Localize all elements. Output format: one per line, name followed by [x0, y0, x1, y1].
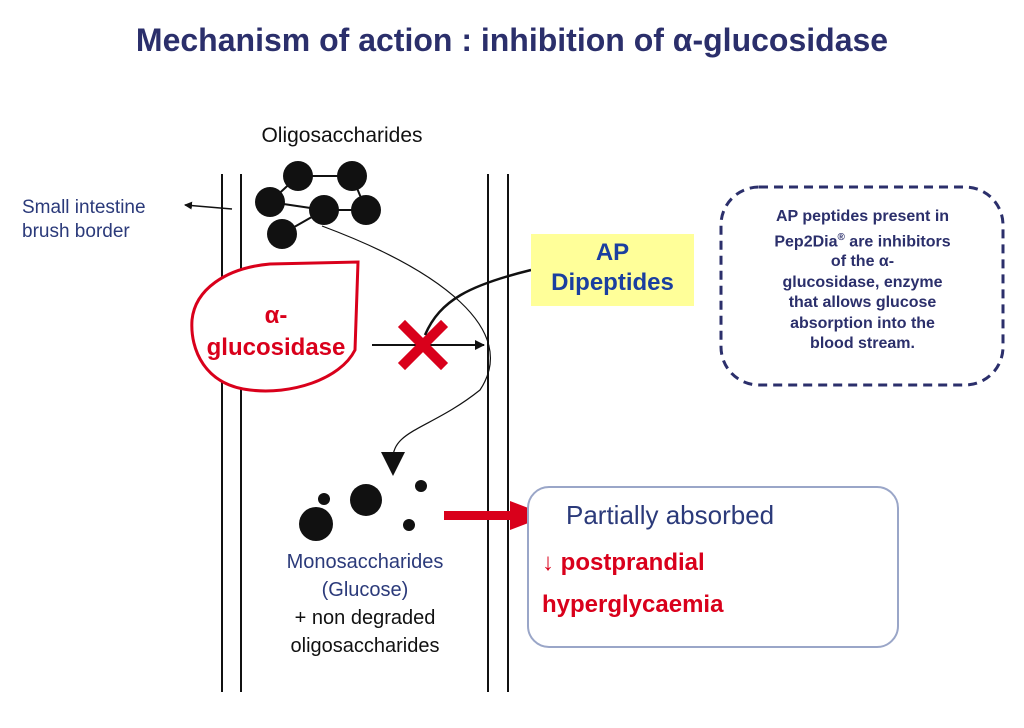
info-box-border [719, 185, 1005, 387]
hyperglycaemia-effect: ↓ postprandial hyperglycaemia [542, 542, 842, 626]
info-line5: that allows glucose [788, 294, 937, 312]
ap-line1: AP [595, 239, 630, 266]
info-line7: blood stream. [810, 335, 915, 353]
intestine-walls [221, 174, 509, 692]
ap-dipeptides-box: AP Dipeptides [531, 234, 694, 306]
result-box [527, 486, 899, 648]
info-line6: absorption into the [790, 314, 935, 332]
monosaccharides-label: Monosaccharides (Glucose) + non degraded… [230, 548, 500, 660]
info-line2-pre: Pep2Dia [774, 232, 838, 250]
info-line3: of the α- [830, 253, 895, 271]
effect-line2: hyperglycaemia [542, 591, 724, 618]
brush-border-line2: brush border [22, 221, 130, 242]
info-line1: AP peptides present in [775, 208, 950, 225]
mono-line3: + non degraded [294, 607, 436, 629]
brush-border-line1: Small intestine [22, 197, 146, 218]
page-title: Mechanism of action : inhibition of α-gl… [135, 22, 889, 58]
mono-line1: Monosaccharides [286, 551, 444, 573]
product-arrowhead [381, 452, 405, 476]
small-intestine-brush-border-label: Small intestine brush border [22, 196, 182, 244]
monosaccharide-molecules [299, 480, 427, 541]
effect-line1: ↓ postprandial [542, 549, 705, 576]
inhibition-cross-icon [397, 319, 449, 371]
enzyme-line2: glucosidase [206, 334, 346, 361]
alpha-glucosidase-label: α- glucosidase [186, 300, 366, 364]
enzyme-line1: α- [264, 302, 288, 329]
brush-border-pointer [184, 201, 233, 210]
registered-mark: ® [837, 231, 845, 243]
ap-line2: Dipeptides [551, 269, 674, 296]
digestion-path [321, 225, 491, 463]
alpha-glucosidase-enzyme [190, 260, 360, 393]
partially-absorbed-label: Partially absorbed [566, 500, 775, 530]
mono-line4: oligosaccharides [290, 635, 440, 657]
oligosaccharide-molecule [255, 161, 381, 249]
info-box-text: AP peptides present in Pep2Dia® are inhi… [740, 207, 985, 355]
info-line4: glucosidase, enzyme [782, 273, 943, 291]
info-line2-post: are inhibitors [844, 232, 951, 250]
ap-inhibition-curve [423, 268, 532, 336]
mono-line2: (Glucose) [321, 579, 409, 601]
info-line2: Pep2Dia® are inhibitors [740, 228, 985, 253]
oligosaccharides-label: Oligosaccharides [261, 124, 423, 147]
